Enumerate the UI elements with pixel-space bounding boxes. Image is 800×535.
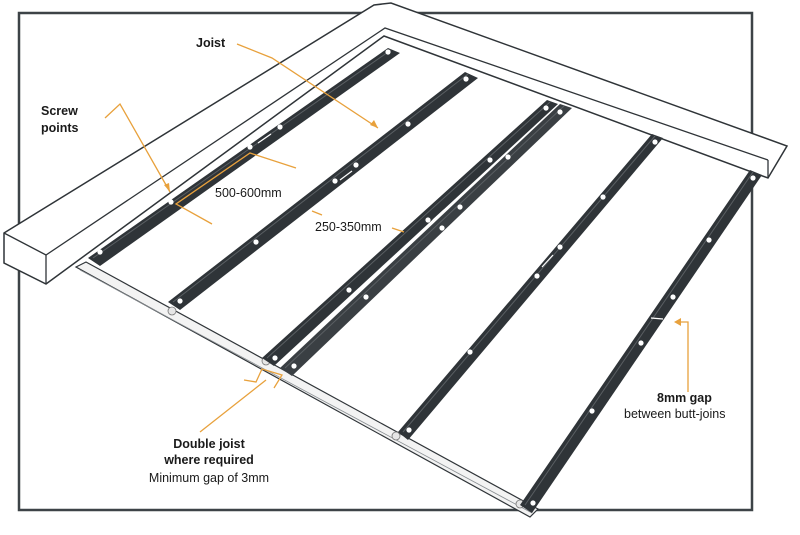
leader-lines [104, 43, 689, 433]
screw-point [505, 154, 511, 160]
screw-point [706, 237, 712, 243]
screw-point [177, 298, 183, 304]
screw-points-label-line1: Screw [41, 104, 78, 118]
screw-point [467, 349, 473, 355]
gap-leader [678, 321, 689, 392]
screw-points-leader [104, 102, 171, 193]
spacing-joists-leader-2 [391, 227, 405, 233]
joist-label: Joist [196, 36, 226, 50]
screw-point [405, 121, 411, 127]
double-joist-leader [199, 379, 267, 433]
screw-point [530, 500, 536, 506]
screw-point [439, 225, 445, 231]
screw-points-label-line2: points [41, 121, 79, 135]
screw-point [332, 178, 338, 184]
gap-leader-arrow [674, 318, 681, 326]
screw-point [168, 199, 174, 205]
screw-point [277, 124, 283, 130]
joist-leader-arrow [370, 120, 378, 128]
screw-point [291, 363, 297, 369]
screw-point [534, 273, 540, 279]
spacing-joists-label: 250-350mm [315, 220, 382, 234]
screw-point [272, 355, 278, 361]
spacing-joists-leader [311, 210, 323, 216]
screw-point [425, 217, 431, 223]
spacing-screws-bracket [174, 152, 297, 225]
joist-5 [520, 170, 762, 513]
double-joist-subtitle: Minimum gap of 3mm [149, 471, 269, 485]
screw-points-leader-arrow [164, 183, 170, 192]
double-joist-bracket [243, 368, 283, 389]
joist-leader [236, 43, 379, 129]
spacing-screws-label: 500-600mm [215, 186, 282, 200]
screw-point [600, 194, 606, 200]
gap-title: 8mm gap [657, 391, 712, 405]
gap-subtitle: between butt-joins [624, 407, 725, 421]
screw-point [247, 144, 253, 150]
edge-board [74, 261, 539, 518]
screw-point [353, 162, 359, 168]
joist-2 [168, 72, 478, 310]
screw-point [463, 76, 469, 82]
screw-point [346, 287, 352, 293]
screw-point [253, 239, 259, 245]
joist-3-double-a [262, 100, 558, 366]
screw-point [589, 408, 595, 414]
screw-point [638, 340, 644, 346]
screw-point [557, 109, 563, 115]
screw-point [97, 249, 103, 255]
screw-point [750, 175, 756, 181]
screw-point [557, 244, 563, 250]
double-joist-title-line2: where required [163, 453, 254, 467]
screw-point [543, 105, 549, 111]
screw-point [670, 294, 676, 300]
screw-point [406, 427, 412, 433]
ledger-board [3, 2, 789, 285]
screw-point [487, 157, 493, 163]
screw-point [363, 294, 369, 300]
joist-3-double-b [280, 104, 572, 376]
screw-point [652, 139, 658, 145]
joist-4 [398, 134, 663, 440]
double-joist-title-line1: Double joist [173, 437, 245, 451]
screw-point [457, 204, 463, 210]
screw-point [385, 49, 391, 55]
